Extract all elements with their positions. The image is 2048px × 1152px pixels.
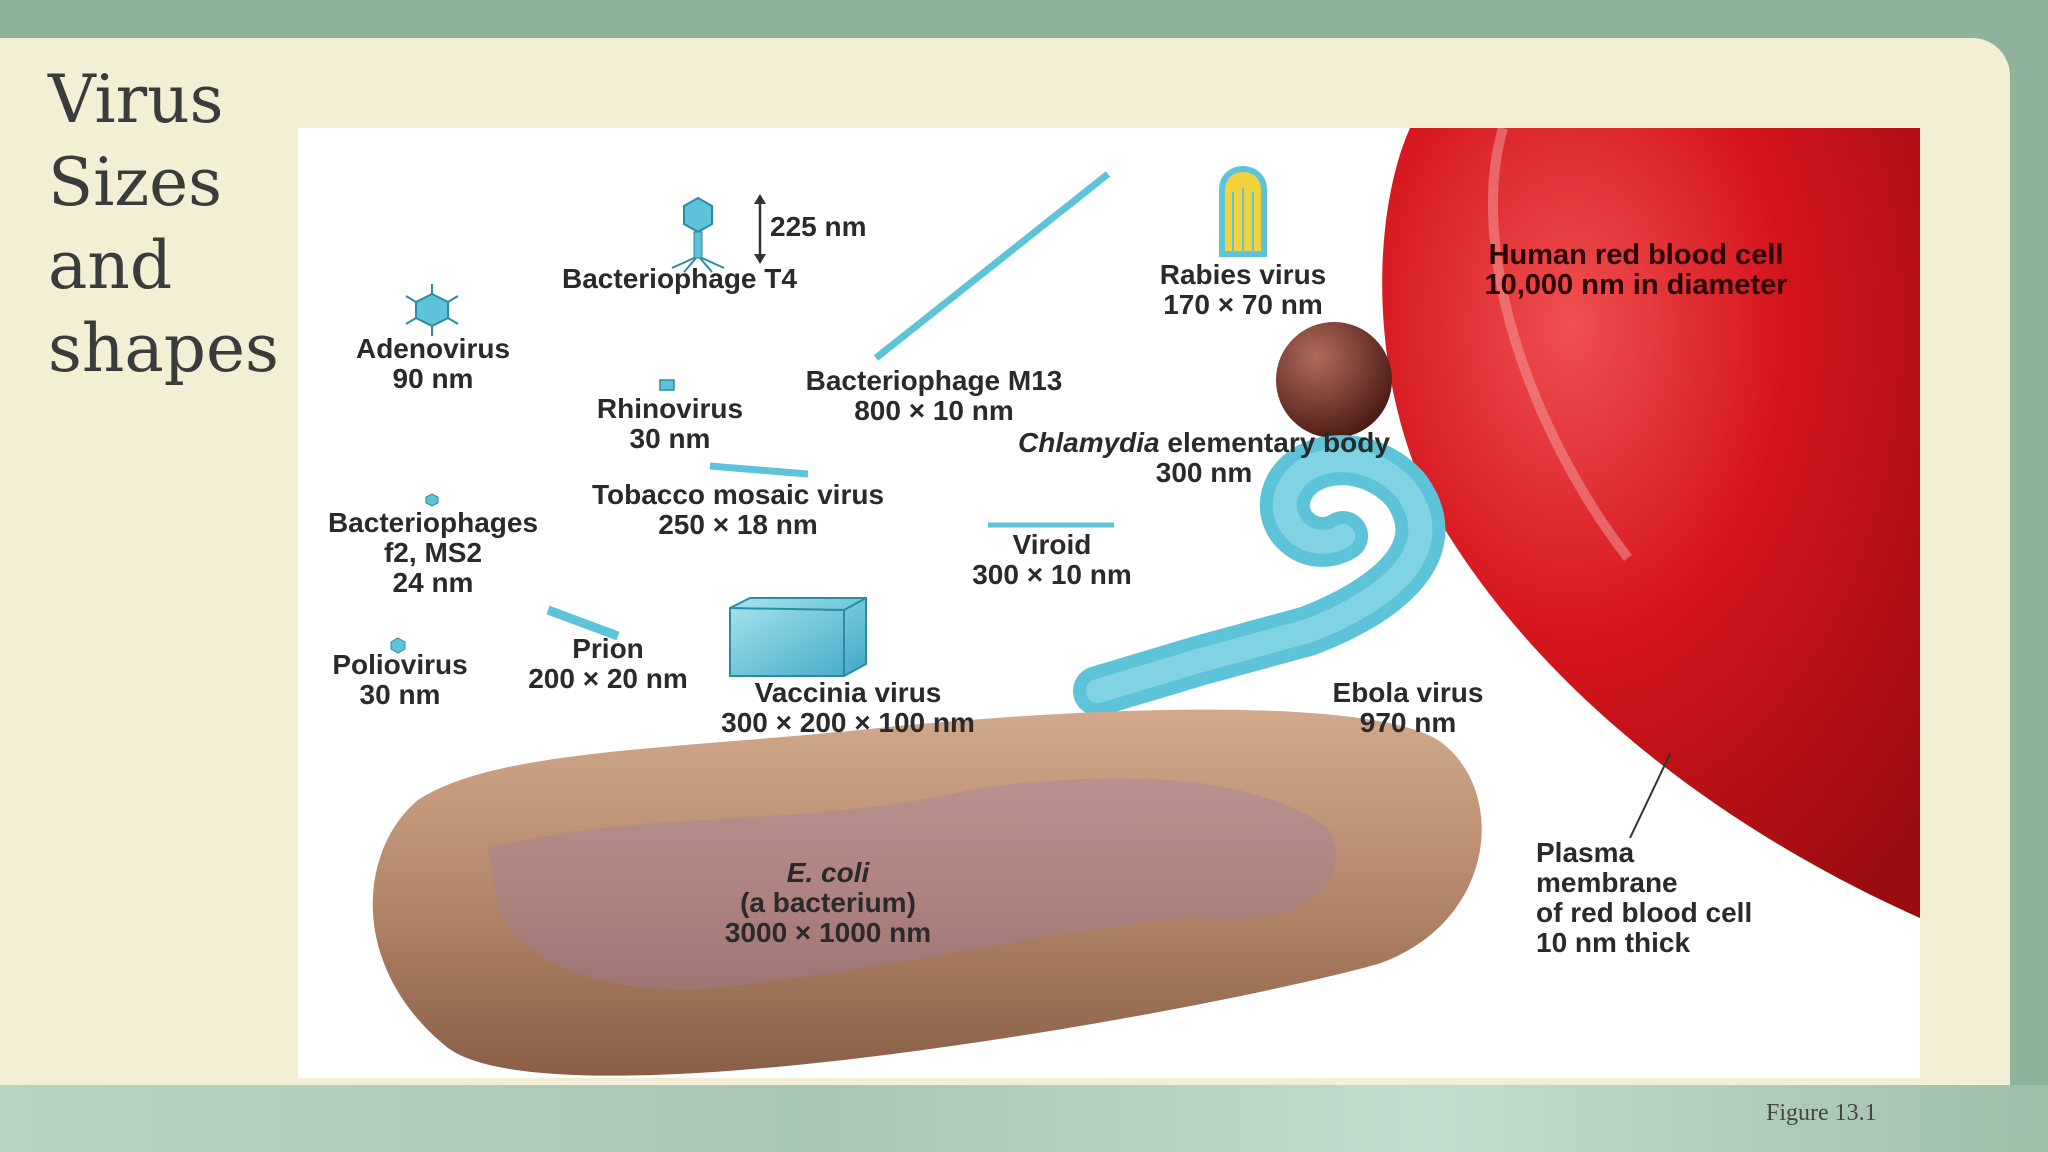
chlamydia-size: 300 nm xyxy=(1155,457,1253,488)
ebola-name: Ebola virus xyxy=(1332,677,1484,708)
chlamydia-desc: elementary body xyxy=(1159,427,1390,458)
m13-label: Bacteriophage M13 800 × 10 nm xyxy=(774,366,1094,426)
membrane-label: Plasma membrane of red blood cell 10 nm … xyxy=(1536,838,1836,958)
title-line: shapes xyxy=(48,310,279,387)
adenovirus-label: Adenovirus 90 nm xyxy=(308,334,558,394)
rhinovirus-label: Rhinovirus 30 nm xyxy=(560,394,780,454)
phages-f2-label: Bacteriophages f2, MS2 24 nm xyxy=(298,508,568,598)
vaccinia-virus-drawing xyxy=(729,597,867,677)
poliovirus-drawing xyxy=(390,637,406,654)
vaccinia-name: Vaccinia virus xyxy=(754,677,942,708)
adenovirus-drawing xyxy=(405,284,459,336)
prion-size: 200 × 20 nm xyxy=(528,663,688,694)
virus-size-figure: 225 nm Bacteriophage T4 Adenovirus 90 nm… xyxy=(298,128,1920,1078)
membrane-line-1: Plasma xyxy=(1536,837,1635,868)
tmv-name: Tobacco mosaic virus xyxy=(591,479,885,510)
m13-name: Bacteriophage M13 xyxy=(805,365,1063,396)
phages-f2-size: 24 nm xyxy=(392,567,474,598)
rabies-size: 170 × 70 nm xyxy=(1163,289,1323,320)
ebola-size: 970 nm xyxy=(1359,707,1457,738)
bacteriophage-t4-label: Bacteriophage T4 xyxy=(562,263,797,294)
t4-scale-label: 225 nm xyxy=(770,211,867,242)
bacteriophage-t4-drawing xyxy=(671,194,766,273)
rhinovirus-drawing xyxy=(659,379,675,391)
prion-drawing xyxy=(546,605,620,641)
membrane-line-3: of red blood cell xyxy=(1536,897,1753,928)
rabies-virus-drawing xyxy=(1219,166,1267,257)
red-blood-cell xyxy=(1382,128,1920,918)
rbc-label: Human red blood cell 10,000 nm in diamet… xyxy=(1416,240,1856,300)
e-coli-size: 3000 × 1000 nm xyxy=(724,917,932,948)
m13-size: 800 × 10 nm xyxy=(854,395,1014,426)
tmv-label: Tobacco mosaic virus 250 × 18 nm xyxy=(548,480,928,540)
e-coli-drawing xyxy=(372,709,1482,1076)
title-line: and xyxy=(48,227,173,304)
rbc-highlight xyxy=(1488,128,1632,562)
rhinovirus-size: 30 nm xyxy=(629,423,711,454)
slide-title: Virus Sizes and shapes xyxy=(48,58,308,390)
viroid-size: 300 × 10 nm xyxy=(972,559,1132,590)
rbc-line-1: Human red blood cell xyxy=(1488,239,1784,271)
poliovirus-label: Poliovirus 30 nm xyxy=(298,650,502,710)
membrane-pointer-line xyxy=(1629,753,1671,839)
chlamydia-genus: Chlamydia xyxy=(1018,427,1160,458)
rabies-label: Rabies virus 170 × 70 nm xyxy=(1128,260,1358,320)
phages-f2-line-2: f2, MS2 xyxy=(383,537,483,568)
e-coli-name: E. coli xyxy=(786,857,870,888)
membrane-line-4: 10 nm thick xyxy=(1536,927,1691,958)
adenovirus-name: Adenovirus xyxy=(355,333,511,364)
phages-f2-line-1: Bacteriophages xyxy=(327,507,539,538)
viroid-name: Viroid xyxy=(1012,529,1092,560)
vaccinia-size: 300 × 200 × 100 nm xyxy=(721,707,975,738)
adenovirus-size: 90 nm xyxy=(392,363,474,394)
figure-drawing xyxy=(372,128,1920,1076)
bacteriophage-f2-drawing xyxy=(425,493,439,507)
background-stripe xyxy=(0,1085,2048,1152)
poliovirus-size: 30 nm xyxy=(359,679,441,710)
title-line: Sizes xyxy=(48,144,223,221)
tobacco-mosaic-virus-drawing xyxy=(709,462,809,478)
bacteriophage-m13-drawing xyxy=(873,171,1111,361)
e-coli-desc: (a bacterium) xyxy=(740,887,916,918)
prion-label: Prion 200 × 20 nm xyxy=(498,634,718,694)
rbc-line-2: 10,000 nm in diameter xyxy=(1484,269,1788,301)
e-coli-label: E. coli (a bacterium) 3000 × 1000 nm xyxy=(698,858,958,948)
chlamydia-drawing xyxy=(1276,322,1392,438)
poliovirus-name: Poliovirus xyxy=(332,649,468,680)
viroid-label: Viroid 300 × 10 nm xyxy=(942,530,1162,590)
tmv-size: 250 × 18 nm xyxy=(658,509,818,540)
rabies-name: Rabies virus xyxy=(1159,259,1327,290)
title-line: Virus xyxy=(48,61,224,138)
membrane-line-2: membrane xyxy=(1536,867,1678,898)
ebola-label: Ebola virus 970 nm xyxy=(1298,678,1518,738)
chlamydia-label: Chlamydia elementary body 300 nm xyxy=(974,428,1434,488)
prion-name: Prion xyxy=(572,633,644,664)
figure-caption: Figure 13.1 xyxy=(1766,1100,1877,1126)
rhinovirus-name: Rhinovirus xyxy=(596,393,744,424)
ebola-virus-outline xyxy=(1086,448,1433,703)
vaccinia-label: Vaccinia virus 300 × 200 × 100 nm xyxy=(648,678,1048,738)
